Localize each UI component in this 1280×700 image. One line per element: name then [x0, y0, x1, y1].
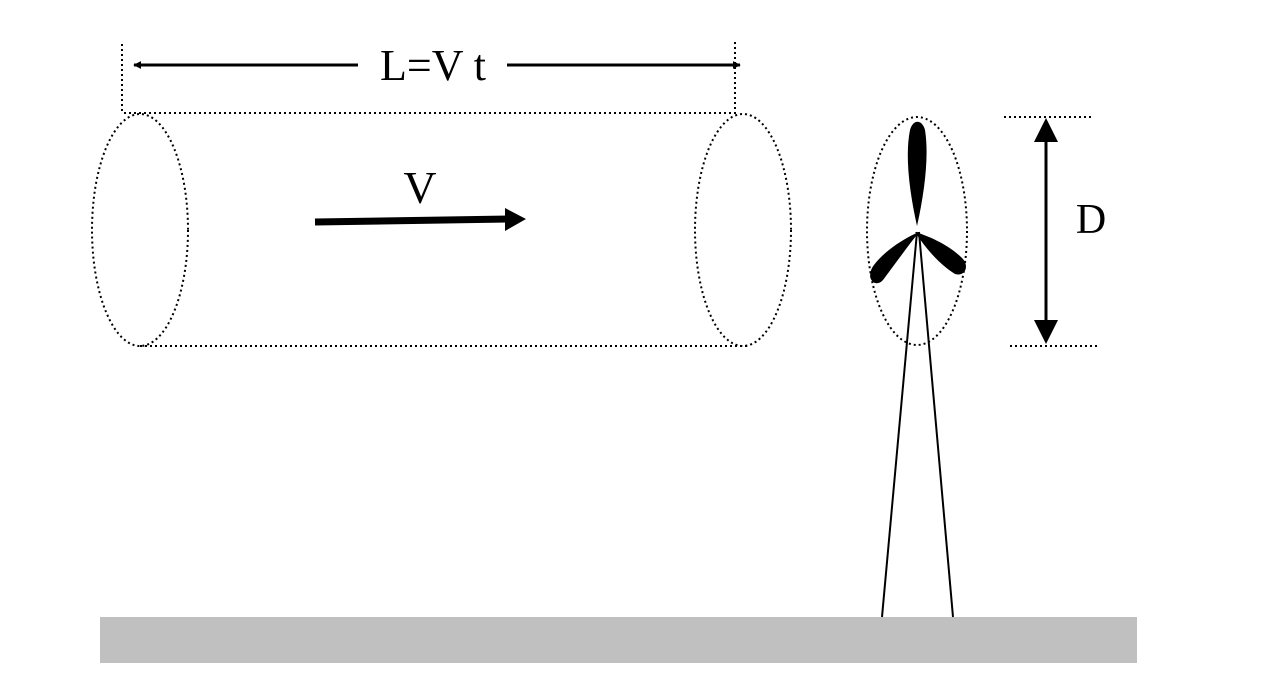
velocity-arrowhead [505, 208, 526, 231]
diameter-arrowhead-bottom [1034, 320, 1058, 344]
velocity-label: V [403, 162, 436, 213]
air-cylinder [91, 42, 792, 347]
diameter-dimension [1004, 116, 1098, 347]
diameter-arrowhead-top [1034, 118, 1058, 142]
wind-turbine [866, 116, 968, 618]
blade-left [870, 232, 919, 284]
length-label: L=V t [380, 41, 486, 90]
diameter-label: D [1076, 197, 1106, 243]
ground [100, 617, 1137, 663]
cylinder-right-end [694, 113, 792, 347]
blade-right [915, 232, 966, 275]
rotor-swept-area [866, 116, 968, 346]
blade-top [907, 121, 927, 226]
cylinder-left-end [91, 113, 189, 347]
tower-left-leg [881, 231, 918, 618]
tower-right-leg [918, 231, 954, 618]
velocity-arrow [314, 215, 510, 226]
